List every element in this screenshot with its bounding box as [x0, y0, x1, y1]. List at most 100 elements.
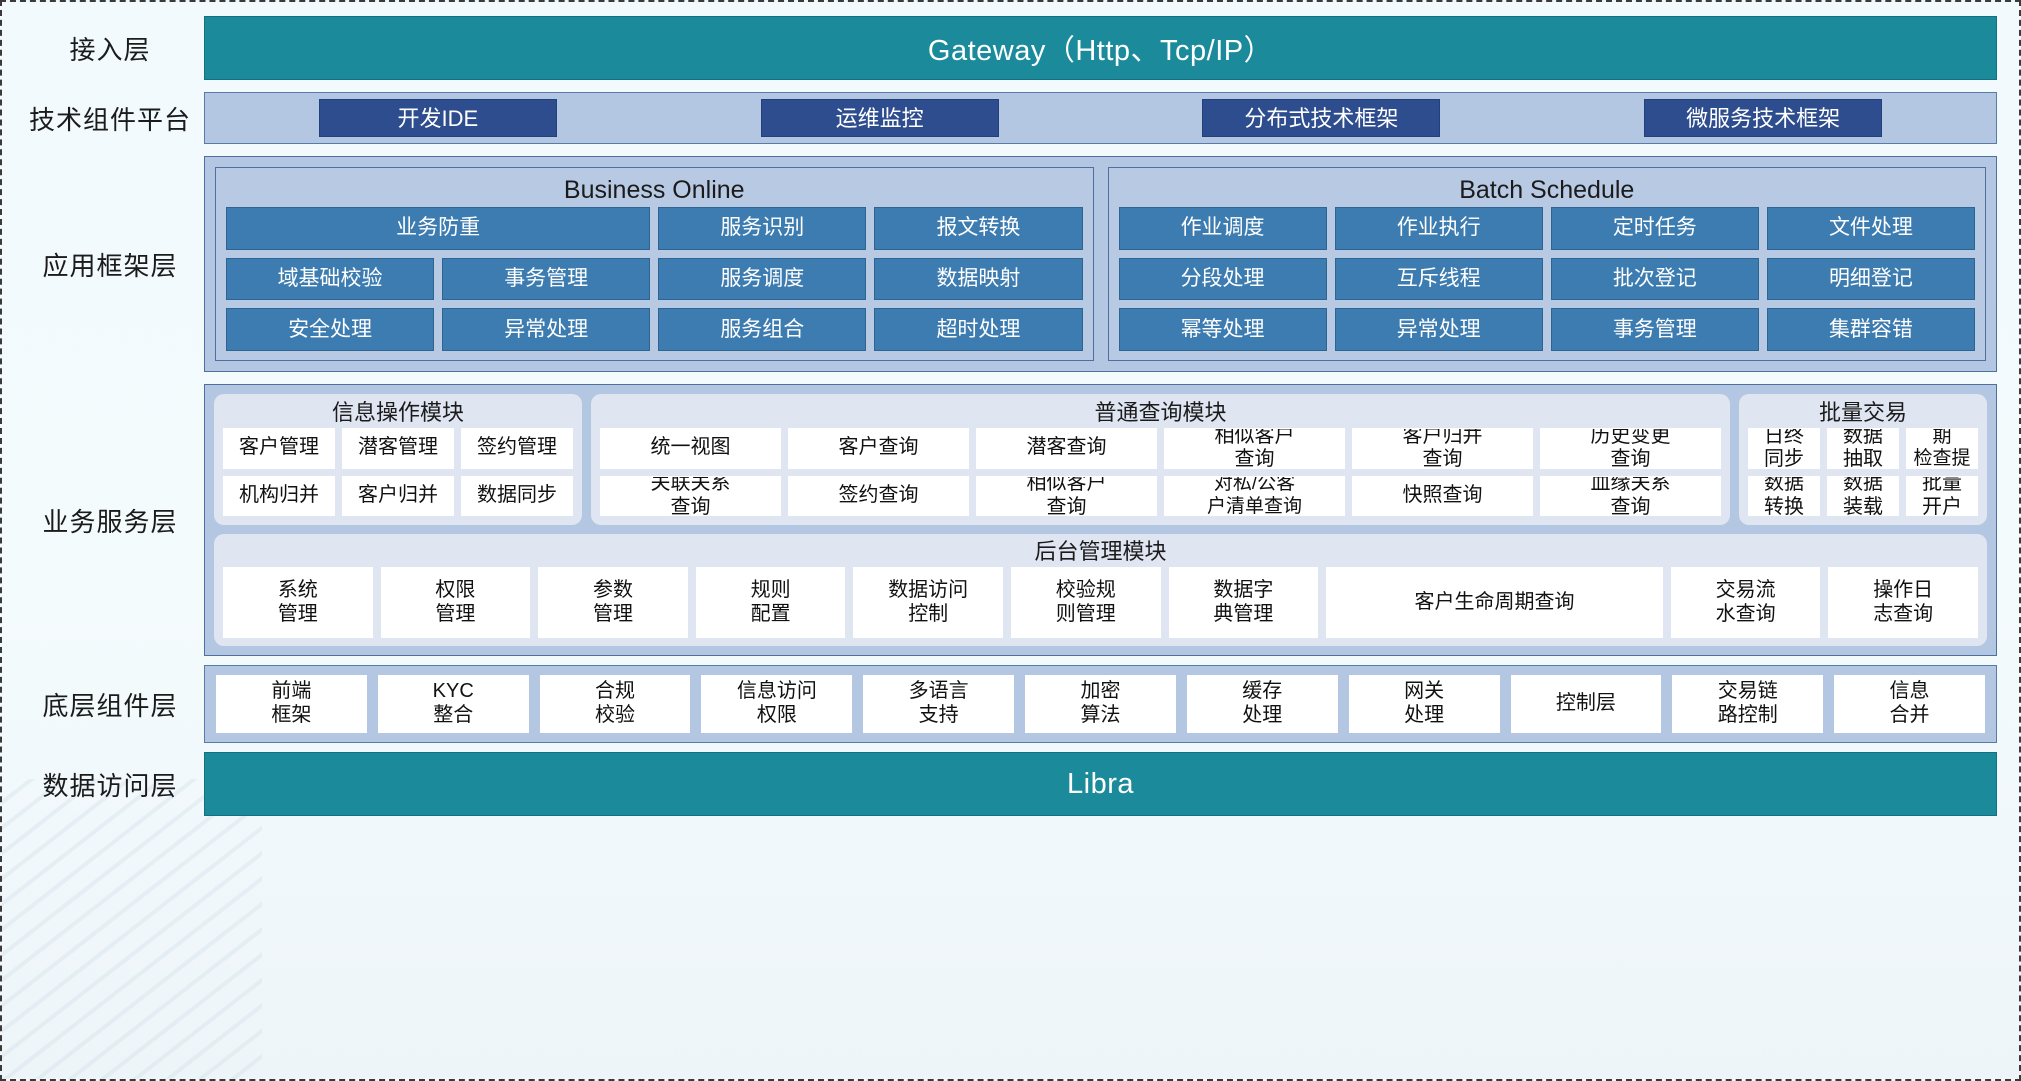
cell-similar-customer-query-2[interactable]: 相似客户查询 — [976, 475, 1157, 516]
cell-encryption-algo[interactable]: 加密算法 — [1025, 675, 1176, 733]
module-info-operation: 信息操作模块 客户管理 潜客管理 签约管理 机构归并 客户归并 数据同步 — [214, 394, 582, 525]
layer-label-biz-service: 业务服务层 — [42, 506, 178, 537]
layer-tech-platform: 技术组件平台 开发IDE 运维监控 分布式技术框架 微服务技术框架 — [16, 92, 1997, 144]
tech-chip-distributed-fw[interactable]: 分布式技术框架 — [1202, 99, 1441, 137]
cell-unified-view[interactable]: 统一视图 — [600, 428, 781, 469]
cell-transaction-flow-query[interactable]: 交易流水查询 — [1670, 567, 1821, 638]
cell-control-layer[interactable]: 控制层 — [1510, 675, 1662, 733]
tech-chip-microservice-fw[interactable]: 微服务技术框架 — [1644, 99, 1883, 137]
cell-cache-process[interactable]: 缓存处理 — [1186, 675, 1338, 733]
cell-lineage-query[interactable]: 血缘关系查询 — [1540, 475, 1721, 516]
biz-service-container: 信息操作模块 客户管理 潜客管理 签约管理 机构归并 客户归并 数据同步 普通查… — [204, 384, 1997, 656]
fw-cell-timed-task[interactable]: 定时任务 — [1550, 207, 1759, 250]
cell-validation-rule-mgmt[interactable]: 校验规则管理 — [1011, 567, 1161, 638]
cell-gateway-process[interactable]: 网关处理 — [1348, 675, 1500, 733]
gateway-bar: Gateway（Http、Tcp/IP） — [204, 16, 1997, 80]
cell-info-merge[interactable]: 信息合并 — [1834, 675, 1985, 733]
cell-customer-mgmt[interactable]: 客户管理 — [223, 428, 335, 469]
fw-cell-mutex-thread[interactable]: 互斥线程 — [1334, 257, 1543, 301]
fw-cell-job-schedule[interactable]: 作业调度 — [1118, 207, 1327, 250]
cell-multilanguage[interactable]: 多语言支持 — [863, 675, 1015, 733]
cell-compliance-check[interactable]: 合规校验 — [539, 675, 691, 733]
layer-access: 接入层 Gateway（Http、Tcp/IP） — [16, 16, 1997, 80]
cell-operation-log-query[interactable]: 操作日志查询 — [1828, 567, 1978, 638]
module-title-backend-mgmt: 后台管理模块 — [1034, 539, 1167, 564]
fw-cell-detail-register[interactable]: 明细登记 — [1766, 257, 1975, 301]
layer-label-base-component: 底层组件层 — [42, 690, 178, 721]
module-backend-mgmt: 后台管理模块 系统管理 权限管理 参数管理 规则配置 数据访问控制 校验规则管理… — [214, 534, 1987, 646]
cell-relation-query[interactable]: 关联关系查询 — [600, 475, 781, 516]
tech-chip-ops-monitor[interactable]: 运维监控 — [760, 99, 999, 137]
cell-transaction-chain[interactable]: 交易链路控制 — [1672, 675, 1824, 733]
libra-bar: Libra — [204, 752, 1997, 816]
cell-contract-mgmt[interactable]: 签约管理 — [461, 428, 573, 469]
fw-cell-cluster-tolerance[interactable]: 集群容错 — [1766, 308, 1975, 351]
panel-title-batch-schedule: Batch Schedule — [1459, 176, 1635, 204]
fw-cell-exception-online[interactable]: 异常处理 — [442, 308, 651, 351]
cell-info-access-rights[interactable]: 信息访问权限 — [701, 675, 853, 733]
grid-info-operation: 客户管理 潜客管理 签约管理 机构归并 客户归并 数据同步 — [223, 428, 573, 516]
fw-cell-service-dispatch[interactable]: 服务调度 — [658, 257, 867, 301]
layer-label-access: 接入层 — [69, 34, 151, 65]
fw-cell-security-process[interactable]: 安全处理 — [226, 308, 435, 351]
fw-cell-business-dedup[interactable]: 业务防重 — [226, 207, 651, 250]
layer-label-app-framework: 应用框架层 — [42, 250, 178, 281]
cell-data-extract[interactable]: 数据抽取 — [1827, 428, 1899, 469]
cell-data-transform[interactable]: 数据转换 — [1748, 475, 1820, 516]
cell-prospect-mgmt[interactable]: 潜客管理 — [342, 428, 454, 469]
cell-customer-merge-query[interactable]: 客户归并查询 — [1352, 428, 1533, 469]
fw-cell-file-process[interactable]: 文件处理 — [1766, 207, 1975, 250]
cell-rule-config[interactable]: 规则配置 — [695, 567, 846, 638]
fw-cell-domain-validate[interactable]: 域基础校验 — [226, 257, 435, 301]
cell-data-sync[interactable]: 数据同步 — [461, 475, 573, 516]
fw-cell-message-convert[interactable]: 报文转换 — [874, 207, 1083, 250]
panel-title-business-online: Business Online — [563, 176, 745, 204]
cell-customer-lifecycle-query[interactable]: 客户生命周期查询 — [1326, 567, 1663, 638]
cell-private-public-list-query[interactable]: 对私/公客户清单查询 — [1164, 475, 1345, 516]
cell-parameter-mgmt[interactable]: 参数管理 — [538, 567, 688, 638]
fw-cell-job-execute[interactable]: 作业执行 — [1334, 207, 1543, 250]
cell-data-load[interactable]: 数据装载 — [1827, 475, 1899, 516]
cell-batch-account-open[interactable]: 批量开户 — [1906, 475, 1978, 516]
fw-cell-transaction-batch[interactable]: 事务管理 — [1550, 308, 1759, 351]
cell-contract-query[interactable]: 签约查询 — [788, 475, 969, 516]
fw-cell-transaction-mgmt[interactable]: 事务管理 — [442, 257, 651, 301]
spacer — [16, 144, 1997, 156]
cell-frontend-framework[interactable]: 前端框架 — [216, 675, 367, 733]
fw-cell-idempotent[interactable]: 幂等处理 — [1118, 308, 1327, 351]
fw-cell-data-mapping[interactable]: 数据映射 — [874, 257, 1083, 301]
module-common-query: 普通查询模块 统一视图 客户查询 潜客查询 相似客户查询 客户归并查询 历史变更… — [591, 394, 1730, 525]
cell-system-mgmt[interactable]: 系统管理 — [223, 567, 373, 638]
fw-cell-service-identify[interactable]: 服务识别 — [658, 207, 867, 250]
cell-eod-sync[interactable]: 日终同步 — [1748, 428, 1820, 469]
layer-app-framework: 应用框架层 Business Online 业务防重 服务识别 报文转换 域基础… — [16, 156, 1997, 372]
cell-customer-merge[interactable]: 客户归并 — [342, 475, 454, 516]
fw-cell-batch-register[interactable]: 批次登记 — [1550, 257, 1759, 301]
biz-top-row: 信息操作模块 客户管理 潜客管理 签约管理 机构归并 客户归并 数据同步 普通查… — [214, 394, 1987, 525]
layer-label-data-access: 数据访问层 — [42, 770, 178, 801]
cell-data-access-control[interactable]: 数据访问控制 — [853, 567, 1003, 638]
layer-body-app-framework: Business Online 业务防重 服务识别 报文转换 域基础校验 事务管… — [204, 156, 1997, 372]
cell-similar-customer-query-1[interactable]: 相似客户查询 — [1164, 428, 1345, 469]
fw-cell-timeout-process[interactable]: 超时处理 — [874, 308, 1083, 351]
layer-body-tech-platform: 开发IDE 运维监控 分布式技术框架 微服务技术框架 — [204, 92, 1997, 144]
tech-platform-band: 开发IDE 运维监控 分布式技术框架 微服务技术框架 — [204, 92, 1997, 144]
module-title-common-query: 普通查询模块 — [1094, 400, 1227, 425]
cell-permission-mgmt[interactable]: 权限管理 — [380, 567, 531, 638]
app-framework-container: Business Online 业务防重 服务识别 报文转换 域基础校验 事务管… — [204, 156, 1997, 372]
fw-cell-segment-process[interactable]: 分段处理 — [1118, 257, 1327, 301]
fw-cell-service-compose[interactable]: 服务组合 — [658, 308, 867, 351]
cell-snapshot-query[interactable]: 快照查询 — [1352, 475, 1533, 516]
cell-org-merge[interactable]: 机构归并 — [223, 475, 335, 516]
cell-cert-expiry-reminder[interactable]: 证件到期检查提醒 — [1906, 428, 1978, 469]
cell-history-change-query[interactable]: 历史变更查询 — [1540, 428, 1721, 469]
tech-chip-dev-ide[interactable]: 开发IDE — [318, 99, 557, 137]
cell-data-dictionary-mgmt[interactable]: 数据字典管理 — [1168, 567, 1319, 638]
cell-customer-query[interactable]: 客户查询 — [788, 428, 969, 469]
fw-cell-exception-batch[interactable]: 异常处理 — [1334, 308, 1543, 351]
cell-prospect-query[interactable]: 潜客查询 — [976, 428, 1157, 469]
